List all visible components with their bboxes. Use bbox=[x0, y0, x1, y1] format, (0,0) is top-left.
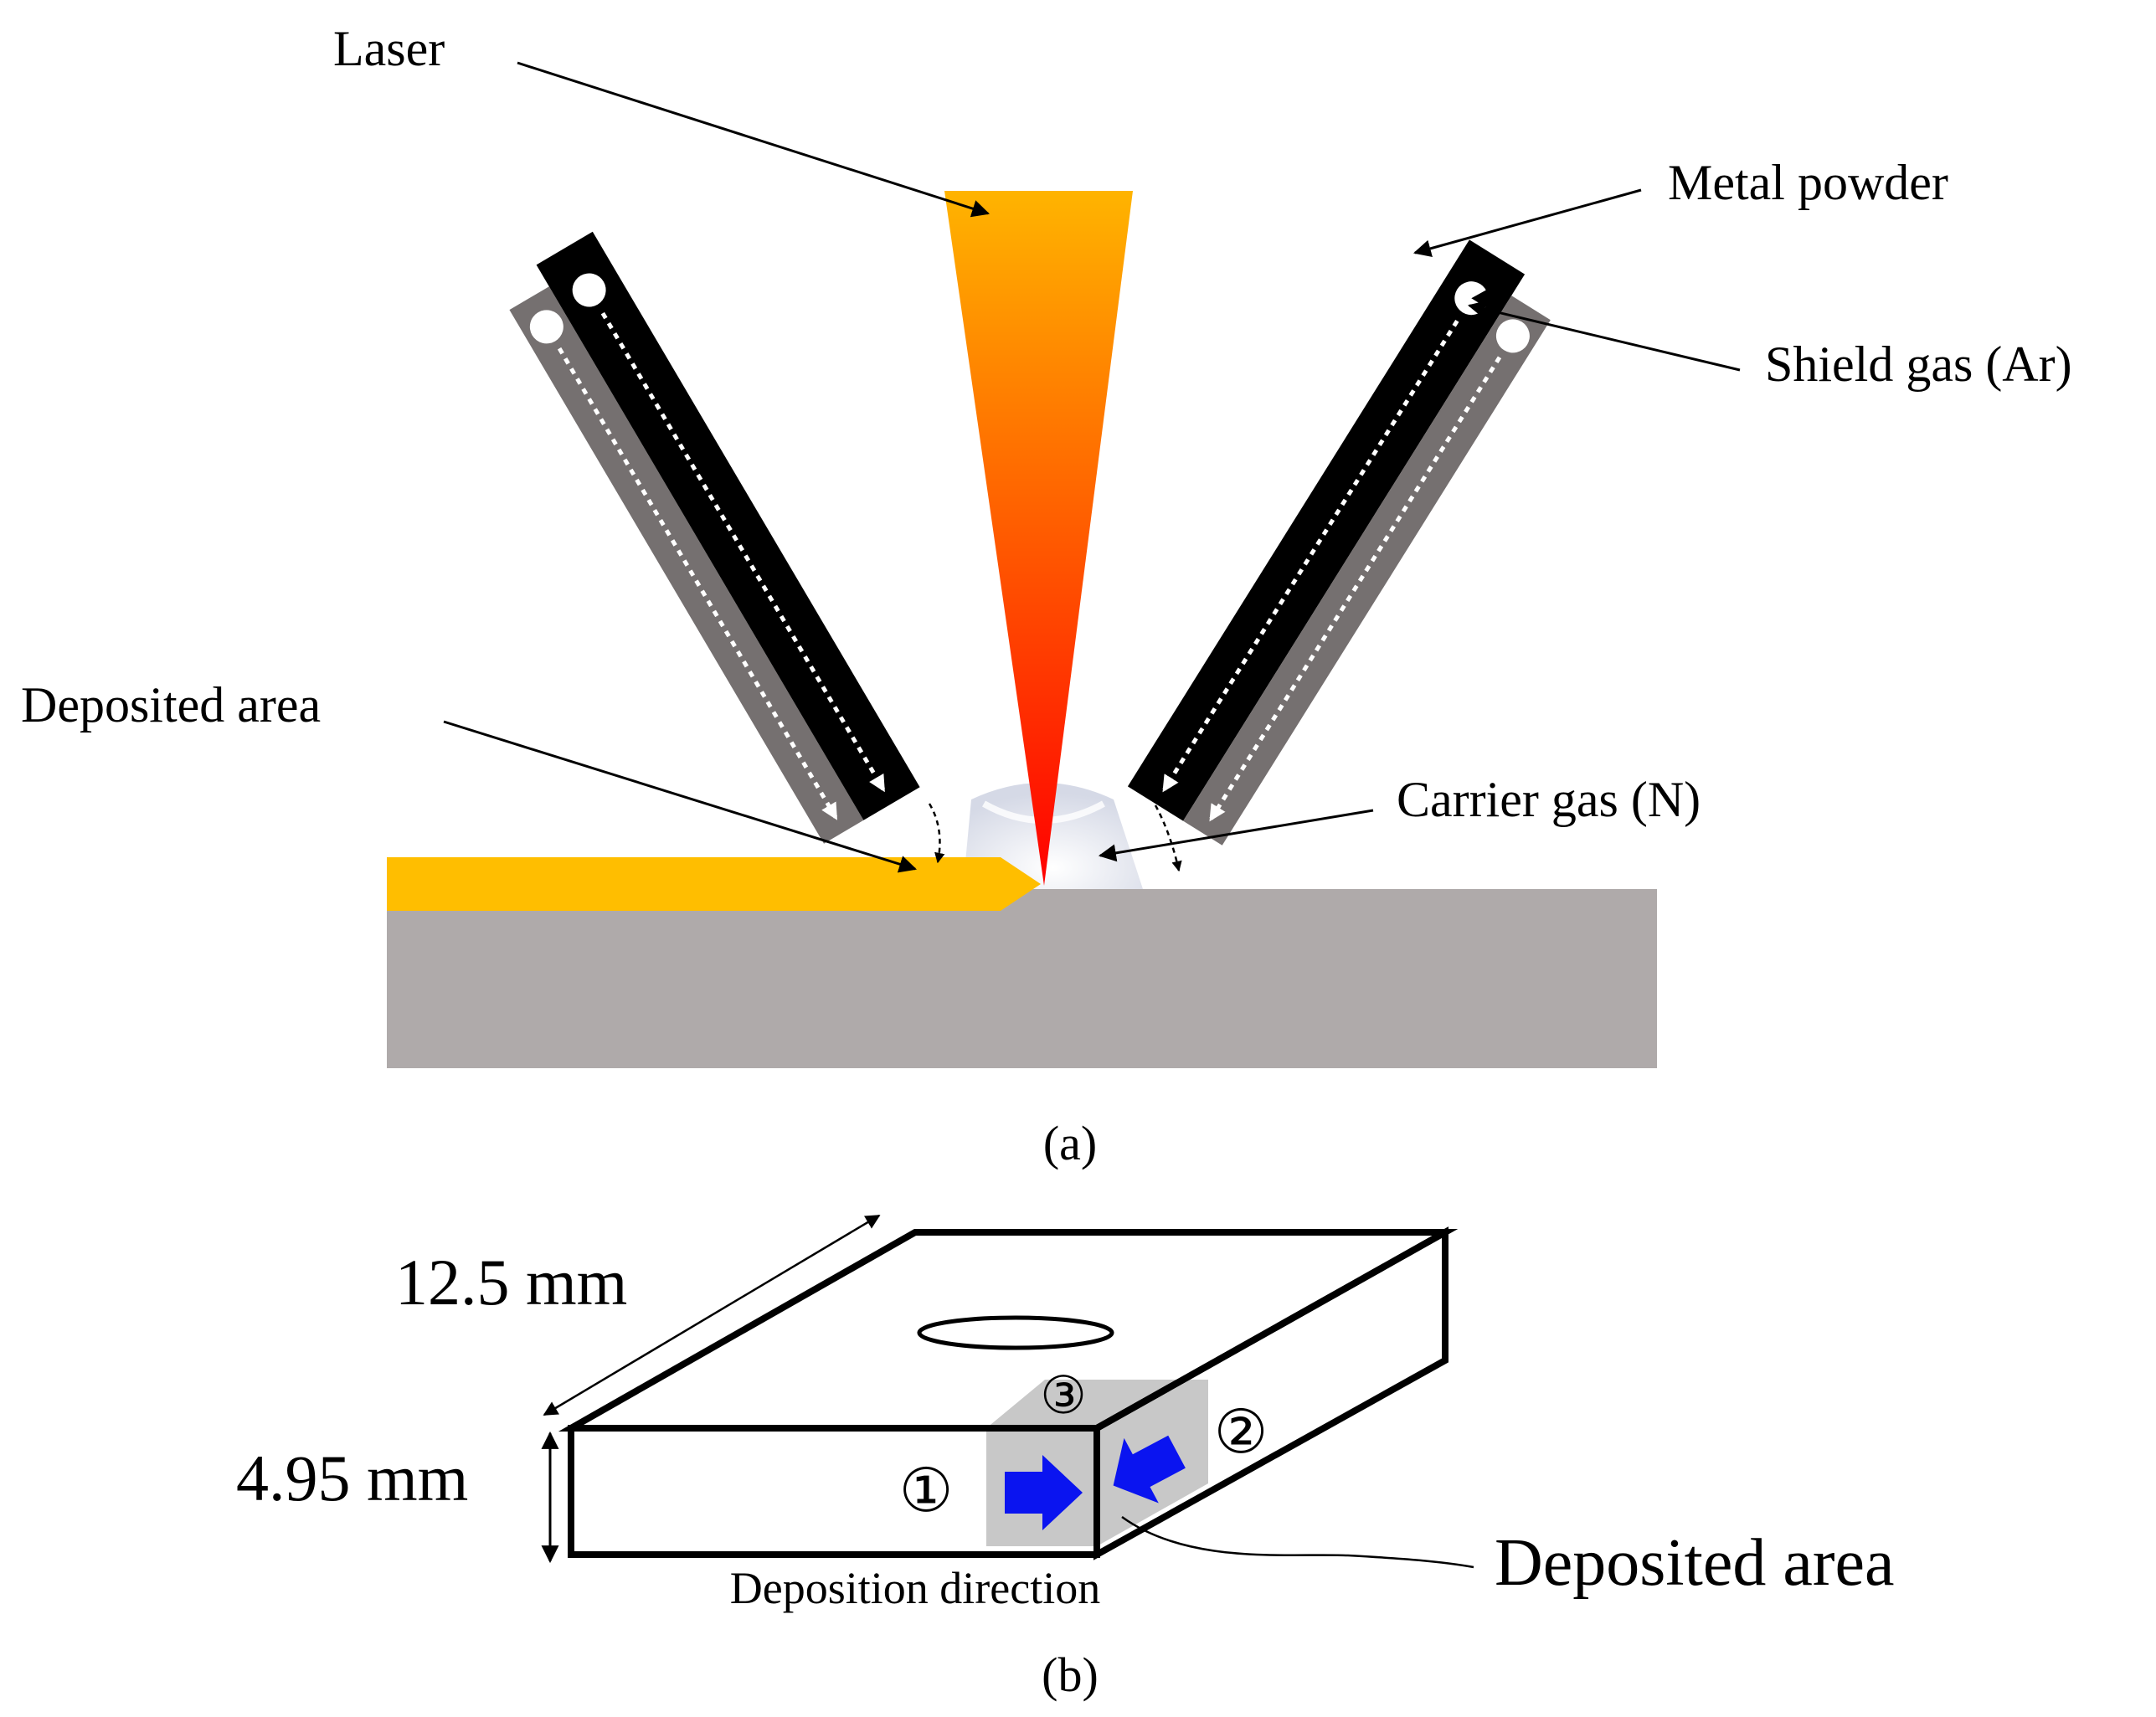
shield-gas-label: Shield gas (Ar) bbox=[1765, 337, 2072, 392]
panel-a-caption: (a) bbox=[1043, 1116, 1097, 1170]
deposition-direction-label: Deposition direction bbox=[730, 1563, 1100, 1613]
left-nozzle-black-port bbox=[572, 273, 606, 307]
block-top-face bbox=[558, 1229, 1459, 1432]
marker-1: ① bbox=[899, 1455, 954, 1525]
length-label: 12.5 mm bbox=[395, 1246, 627, 1319]
metal-powder-label: Metal powder bbox=[1668, 155, 1948, 210]
left-nozzle-powder-flow bbox=[600, 311, 886, 793]
direction-arrow-side bbox=[1113, 1435, 1186, 1504]
length-dimension-arrow bbox=[543, 1214, 881, 1416]
carrier-gas-label: Carrier gas (N) bbox=[1397, 772, 1701, 827]
right-nozzle-gas-port bbox=[1495, 319, 1530, 353]
deposited-area-label-a: Deposited area bbox=[21, 677, 321, 733]
block-side-face bbox=[1093, 1226, 1448, 1560]
left-nozzle-gas-flow bbox=[557, 347, 838, 820]
deposited-area-label-b: Deposited area bbox=[1495, 1526, 1895, 1600]
hole-ellipse bbox=[917, 1315, 1114, 1350]
height-label: 4.95 mm bbox=[236, 1442, 468, 1514]
right-nozzle bbox=[1127, 239, 1551, 846]
right-nozzle-powder-flow bbox=[1162, 320, 1459, 793]
panel-b: ① ② ③ 12.5 mm 4.95 mm Deposition directi… bbox=[236, 1214, 1895, 1702]
deposited-area-leader bbox=[443, 720, 918, 873]
left-nozzle bbox=[509, 231, 920, 844]
direction-arrow-front bbox=[1005, 1455, 1083, 1530]
right-nozzle-gas-flow bbox=[1209, 356, 1502, 822]
laser-beam bbox=[944, 191, 1133, 886]
panel-b-caption: (b) bbox=[1042, 1648, 1099, 1702]
deposited-area-leader-b bbox=[1121, 1515, 1474, 1569]
laser-label: Laser bbox=[333, 21, 445, 76]
direction-arrow-side-wrap bbox=[1113, 1435, 1186, 1504]
substrate bbox=[387, 889, 1657, 1068]
carrier-gas-leader bbox=[1098, 809, 1374, 862]
marker-2: ② bbox=[1214, 1396, 1268, 1467]
shield-gas-leader bbox=[1467, 301, 1741, 372]
deposited-track bbox=[387, 857, 1041, 911]
carrier-gas-flow-left bbox=[928, 803, 945, 864]
metal-powder-leader bbox=[1412, 188, 1642, 258]
marker-3: ③ bbox=[1040, 1365, 1087, 1426]
laser-leader bbox=[517, 61, 990, 218]
panel-a: Laser Metal powder Shield gas (Ar) Depos… bbox=[21, 21, 2072, 1170]
left-nozzle-gray-port bbox=[529, 310, 563, 344]
